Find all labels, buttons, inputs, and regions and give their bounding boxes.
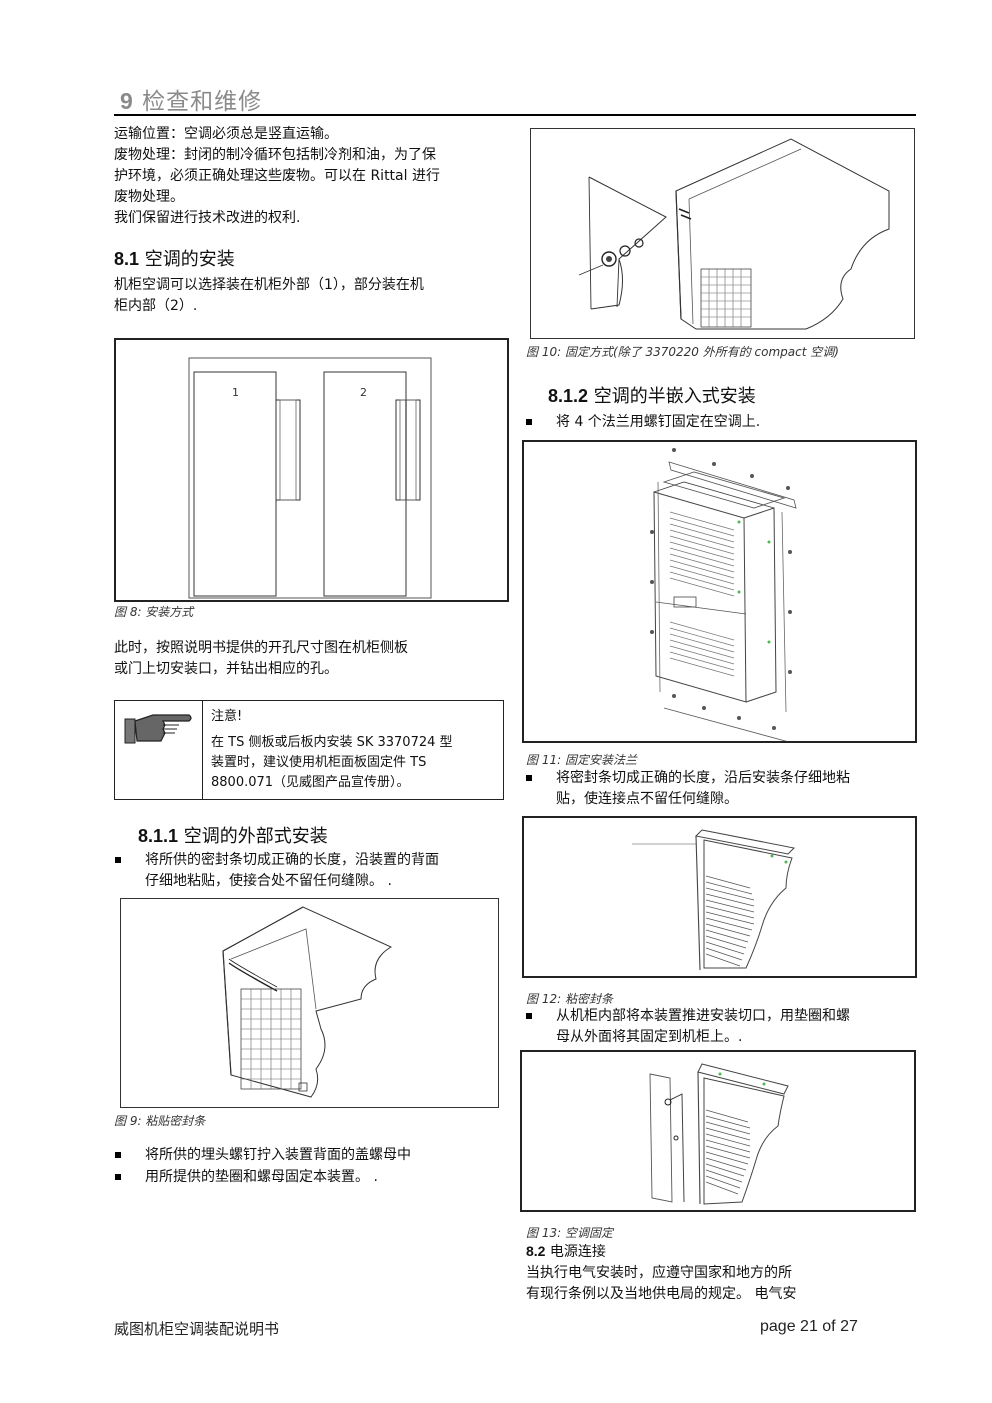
bullet-line: 用所提供的垫圈和螺母固定本装置。 . (145, 1169, 378, 1185)
section-number: 8.1.1 (138, 826, 179, 846)
body-line: 有现行条例以及当地供电局的规定。 电气安 (526, 1286, 797, 1302)
section-8-1-1-heading: 8.1.1 空调的外部式安装 (138, 822, 328, 848)
fastening-method-drawing (578, 138, 890, 330)
figure-9-caption: 图 9: 粘贴密封条 (114, 1114, 206, 1128)
figure-12 (522, 816, 917, 978)
pointing-hand-icon (123, 707, 193, 747)
section-8-2-body: 当执行电气安装时，应遵守国家和地方的所 有现行条例以及当地供电局的规定。 电气安 (526, 1263, 916, 1305)
section-8-2-heading: 8.2 电源连接 (526, 1241, 606, 1261)
intro-line: 护环境，必须正确处理这些废物。可以在 Rittal 进行 (114, 168, 440, 184)
bullet-line: 贴，使连接点不留任何缝隙。 (556, 791, 738, 807)
header-rule (114, 114, 916, 116)
bullet-line: 母从外面将其固定到机柜上。. (556, 1029, 743, 1045)
body-line: 当执行电气安装时，应遵守国家和地方的所 (526, 1265, 792, 1281)
figure-9 (120, 898, 499, 1108)
bullet-square (115, 857, 121, 863)
page-header: 9 检查和维修 (120, 82, 262, 116)
bullet-line: 将密封条切成正确的长度，沿后安装条仔细地粘 (556, 770, 850, 786)
bullet-item: 将 4 个法兰用螺钉固定在空调上. (526, 412, 916, 434)
body-line: 机柜空调可以选择装在机柜外部（1），部分装在机 (114, 277, 424, 293)
cutout-paragraph: 此时，按照说明书提供的开孔尺寸图在机柜侧板 或门上切安装口，并钻出相应的孔。 (114, 638, 509, 680)
figure-12-caption: 图 12: 粘密封条 (526, 992, 613, 1006)
note-line: 装置时，建议使用机柜面板固定件 TS (211, 755, 427, 770)
chapter-title: 检查和维修 (142, 89, 263, 115)
intro-line: 运输位置：空调必须总是竖直运输。 (114, 126, 338, 142)
figure-10-caption: 图 10: 固定方式(除了 3370220 外所有的 compact 空调) (526, 345, 839, 359)
page-number: page 21 of 27 (760, 1318, 858, 1335)
mode-1-label: 1 (232, 386, 239, 399)
note-divider (202, 701, 203, 799)
bullet-item: 将所供的密封条切成正确的长度，沿装置的背面 仔细地粘贴，使接合处不留任何缝隙。 … (115, 850, 505, 894)
figure-8: 1 2 (114, 338, 509, 602)
seal-attachment-drawing (632, 829, 796, 971)
figure-11 (522, 440, 917, 743)
figure-13-caption: 图 13: 空调固定 (526, 1226, 613, 1240)
note-line: 在 TS 侧板或后板内安装 SK 3370724 型 (211, 735, 453, 750)
bullet-line: 将 4 个法兰用螺钉固定在空调上. (556, 414, 761, 430)
body-line: 此时，按照说明书提供的开孔尺寸图在机柜侧板 (114, 640, 408, 656)
bullet-item: 从机柜内部将本装置推进安装切口，用垫圈和螺 母从外面将其固定到机柜上。. (526, 1006, 916, 1050)
figure-8-caption: 图 8: 安装方式 (114, 605, 194, 619)
bullet-item: 将密封条切成正确的长度，沿后安装条仔细地粘 贴，使连接点不留任何缝隙。 (526, 768, 916, 812)
section-title: 空调的半嵌入式安装 (593, 386, 756, 407)
intro-line: 废物处理：封闭的制冷循环包括制冷剂和油，为了保 (114, 147, 436, 163)
note-line: 8800.071（见威图产品宣传册）。 (211, 775, 410, 790)
figure-11-caption: 图 11: 固定安装法兰 (526, 753, 637, 767)
section-8-1-body: 机柜空调可以选择装在机柜外部（1），部分装在机 柜内部（2）. (114, 275, 509, 317)
bullet-square (115, 1174, 121, 1180)
section-number: 8.1.2 (548, 386, 589, 406)
intro-paragraph: 运输位置：空调必须总是竖直运输。 废物处理：封闭的制冷循环包括制冷剂和油，为了保… (114, 124, 509, 229)
body-line: 柜内部（2）. (114, 298, 198, 314)
seal-application-drawing (222, 906, 393, 1098)
footer-title: 威图机柜空调装配说明书 (114, 1320, 280, 1338)
figure-13 (520, 1050, 916, 1212)
note-box: 注意! 在 TS 侧板或后板内安装 SK 3370724 型 装置时，建议使用机… (114, 700, 504, 800)
bullet-item: 将所供的埋头螺钉拧入装置背面的盖螺母中 (115, 1145, 505, 1167)
section-title: 空调的外部式安装 (183, 826, 328, 847)
section-title: 空调的安装 (144, 249, 235, 270)
mode-2-label: 2 (360, 386, 367, 399)
intro-line: 我们保留进行技术改进的权利. (114, 210, 301, 226)
note-title: 注意! (211, 709, 243, 724)
note-body: 在 TS 侧板或后板内安装 SK 3370724 型 装置时，建议使用机柜面板固… (211, 733, 501, 793)
section-title: 电源连接 (549, 1244, 606, 1260)
bullet-item: 用所提供的垫圈和螺母固定本装置。 . (115, 1167, 505, 1189)
chapter-number: 9 (120, 88, 134, 114)
bullet-line: 从机柜内部将本装置推进安装切口，用垫圈和螺 (556, 1008, 850, 1024)
mounting-flange-drawing (650, 448, 797, 741)
bullet-line: 仔细地粘贴，使接合处不留任何缝隙。 . (145, 873, 392, 889)
figure-10 (530, 128, 915, 339)
bullet-square (526, 419, 532, 425)
section-number: 8.1 (114, 249, 140, 269)
bullet-line: 将所供的密封条切成正确的长度，沿装置的背面 (145, 852, 439, 868)
section-8-1-2-heading: 8.1.2 空调的半嵌入式安装 (548, 382, 756, 408)
intro-line: 废物处理。 (114, 189, 184, 205)
bullet-square (526, 1013, 532, 1019)
body-line: 或门上切安装口，并钻出相应的孔。 (114, 661, 338, 677)
bullet-line: 将所供的埋头螺钉拧入装置背面的盖螺母中 (145, 1147, 411, 1163)
installation-modes-drawing: 1 2 (188, 357, 432, 599)
section-number: 8.2 (526, 1243, 546, 1259)
bullet-square (115, 1152, 121, 1158)
section-8-1-heading: 8.1 空调的安装 (114, 245, 235, 271)
unit-fixing-drawing (649, 1063, 789, 1205)
bullet-square (526, 775, 532, 781)
